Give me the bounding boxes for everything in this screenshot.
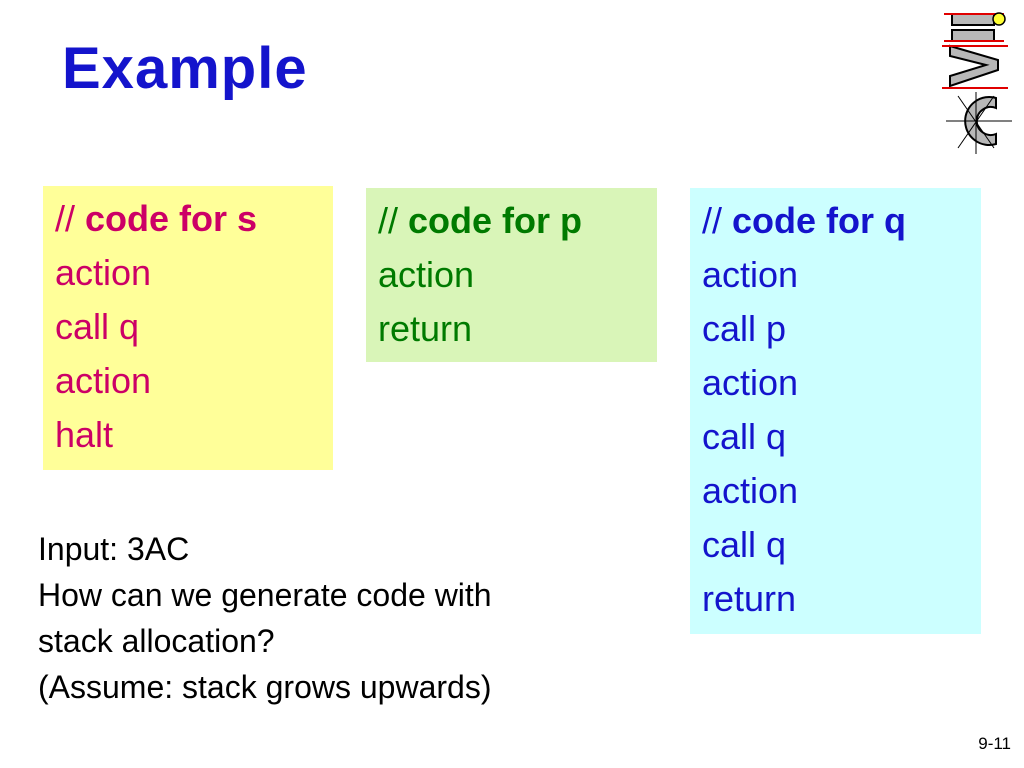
question-line: (Assume: stack grows upwards) (38, 669, 492, 705)
comment-prefix: // (378, 200, 399, 241)
code-line: call q (702, 524, 787, 565)
code-header-q: // code for q (702, 194, 969, 248)
slide-number: 9-11 (978, 734, 1011, 753)
question-line: stack allocation? (38, 623, 275, 659)
code-line: action (378, 254, 475, 295)
code-header-p: // code for p (378, 194, 645, 248)
question-line: Input: 3AC (38, 531, 190, 567)
code-header-label: code for s (85, 198, 258, 239)
question-line: How can we generate code with (38, 577, 492, 613)
code-line: call q (55, 306, 140, 347)
code-line: return (378, 308, 473, 349)
code-line: action (55, 360, 152, 401)
code-block-p: // code for p action return (366, 188, 657, 362)
comment-prefix: // (55, 198, 76, 239)
code-block-s: // code for s action call q action halt (43, 186, 333, 470)
code-header-s: // code for s (55, 192, 321, 246)
code-line: action (702, 362, 799, 403)
code-line: return (702, 578, 797, 619)
code-line: call q (702, 416, 787, 457)
comment-prefix: // (702, 200, 723, 241)
iaic-logo-icon (942, 12, 1012, 154)
code-line: action (702, 470, 799, 511)
code-block-q: // code for q action call p action call … (690, 188, 981, 634)
code-line: action (55, 252, 152, 293)
code-line: action (702, 254, 799, 295)
code-header-label: code for p (408, 200, 583, 241)
code-line: halt (55, 414, 114, 455)
question-text: Input: 3AC How can we generate code with… (38, 526, 492, 710)
code-header-label: code for q (732, 200, 907, 241)
code-line: call p (702, 308, 787, 349)
slide-title: Example (62, 36, 308, 101)
